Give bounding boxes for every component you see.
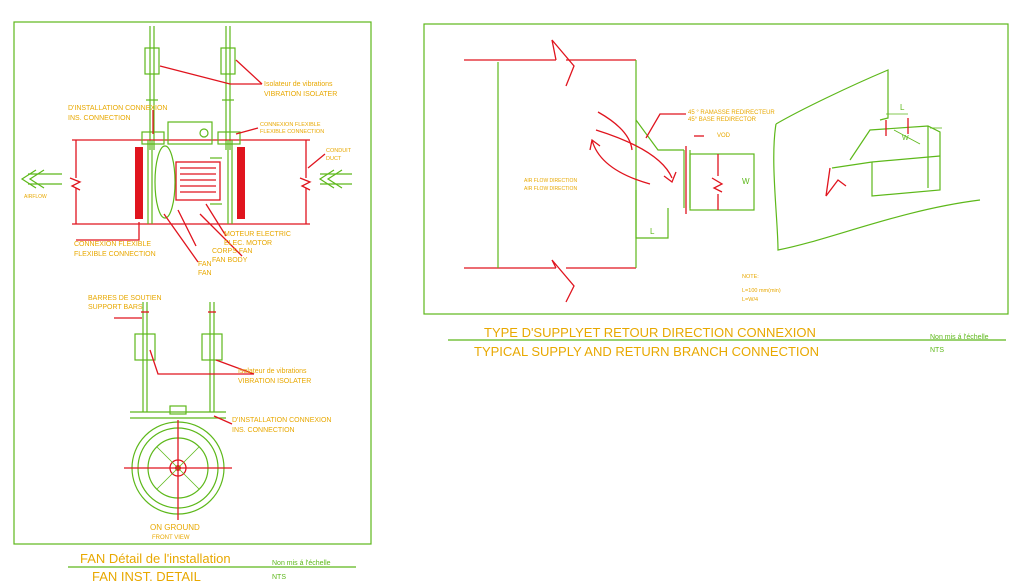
label-vod: VOD: [717, 133, 731, 139]
label-bars1: BARRES DE SOUTIEN: [88, 295, 162, 302]
label-motor1: MOTEUR ELECTRIC: [224, 231, 291, 238]
label-on-ground: ON GROUND: [150, 523, 200, 532]
label-l2: L: [900, 103, 905, 112]
label-body1: CORPS FAN: [212, 248, 252, 255]
label-w2: W: [902, 135, 909, 142]
right-labels: 45 ° RAMASSE REDIRECTEUR 45° BASE REDIRE…: [524, 103, 909, 303]
label-ins1b: D'INSTALLATION CONNEXION: [232, 417, 331, 424]
label-l1: L: [650, 227, 655, 236]
label-flexr2: FLEXIBLE CONNECTION: [260, 129, 324, 135]
right-title-fr: TYPE D'SUPPLYET RETOUR DIRECTION CONNEXI…: [484, 325, 816, 340]
left-scale-en: NTS: [272, 574, 286, 581]
left-title-en: FAN INST. DETAIL: [92, 569, 201, 584]
label-conduit: CONDUIT: [326, 148, 352, 154]
branch-isometric: [773, 69, 981, 251]
leaders-top: [76, 59, 326, 263]
label-flex-l1: CONNEXION FLEXIBLE: [74, 241, 151, 248]
label-airflow: AIRFLOW: [24, 194, 47, 200]
label-ins2b: INS. CONNECTION: [232, 427, 295, 434]
label-air1: AIR FLOW DIRECTION: [524, 178, 577, 184]
right-title-block: TYPE D'SUPPLYET RETOUR DIRECTION CONNEXI…: [448, 325, 1006, 359]
label-damper2: 45° BASE REDIRECTOR: [688, 117, 757, 123]
left-frame: [13, 21, 372, 545]
label-vib1b: Isolateur de vibrations: [238, 368, 307, 375]
label-vib1: Isolateur de vibrations: [264, 81, 333, 88]
branch-plan: [464, 39, 755, 303]
label-bars2: SUPPORT BARS: [88, 304, 143, 311]
label-vib2: VIBRATION ISOLATER: [264, 91, 337, 98]
label-flexr1: CONNEXION FLEXIBLE: [260, 122, 321, 128]
label-flex-l2: FLEXIBLE CONNECTION: [74, 251, 156, 258]
label-note2: L=100 mm(min): [742, 288, 781, 294]
left-labels: Isolateur de vibrations VIBRATION ISOLAT…: [24, 81, 352, 541]
airflow-arrows: [20, 169, 352, 189]
label-air2: AIR FLOW DIRECTION: [524, 186, 577, 192]
top-hangers: [144, 26, 236, 150]
label-damper1: 45 ° RAMASSE REDIRECTEUR: [688, 110, 775, 116]
label-note1: NOTE:: [742, 274, 759, 280]
left-scale-fr: Non mis á l'échelle: [272, 560, 331, 567]
label-motor2: ELEC. MOTOR: [224, 240, 272, 247]
label-vib2b: VIBRATION ISOLATER: [238, 378, 311, 385]
label-ins2: INS. CONNECTION: [68, 115, 131, 122]
front-view: [114, 302, 255, 520]
duct-side-view: [69, 121, 312, 225]
left-title-block: FAN Détail de l'installation FAN INST. D…: [68, 551, 356, 584]
left-title-fr: FAN Détail de l'installation: [80, 551, 231, 566]
right-scale-fr: Non mis á l'échelle: [930, 334, 989, 341]
label-ins1: D'INSTALLATION CONNEXION: [68, 105, 167, 112]
label-w1: W: [742, 177, 750, 186]
right-frame: [423, 23, 1009, 315]
label-duct: DUCT: [326, 156, 342, 162]
label-body2: FAN BODY: [212, 257, 248, 264]
right-title-en: TYPICAL SUPPLY AND RETURN BRANCH CONNECT…: [474, 344, 819, 359]
label-front-view: FRONT VIEW: [152, 535, 190, 541]
right-scale-en: NTS: [930, 347, 944, 354]
label-note3: L=W/4: [742, 297, 758, 303]
label-fan1: FAN: [198, 261, 212, 268]
label-fan2: FAN: [198, 270, 212, 277]
